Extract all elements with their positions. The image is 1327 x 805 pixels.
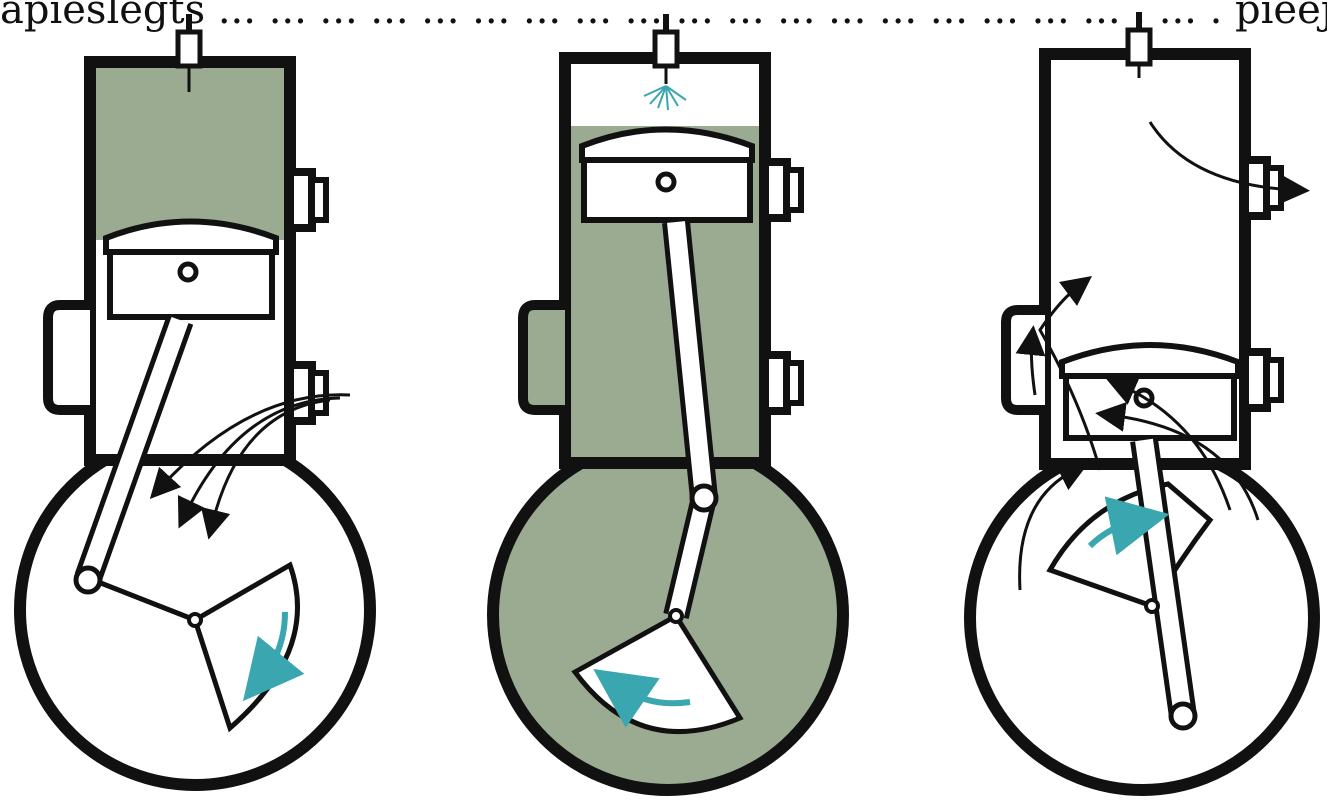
intake-flange-1 xyxy=(286,361,316,425)
rotation-arrow-1 xyxy=(242,611,305,702)
spark-plug-1 xyxy=(175,14,203,92)
engine-stage-3 xyxy=(964,12,1320,796)
crankcase-2 xyxy=(487,434,849,796)
crankcase-1 xyxy=(14,429,376,791)
spark-plug-2 xyxy=(652,14,680,84)
spark-plug-3 xyxy=(1125,12,1153,78)
rotation-arrow-3 xyxy=(1087,496,1170,556)
connecting-rod-2 xyxy=(662,220,718,620)
transfer-port-2 xyxy=(518,300,565,415)
shaded-chamber-1 xyxy=(96,68,284,240)
intake-flange-3 xyxy=(1241,348,1271,412)
transfer-port-1 xyxy=(43,300,90,415)
engine-stage-1 xyxy=(14,14,376,791)
exhaust-flange-1 xyxy=(286,168,316,232)
connecting-rod-1 xyxy=(74,315,194,583)
exhaust-flow-arrow xyxy=(1148,121,1310,205)
transfer-port-3 xyxy=(1001,305,1045,415)
piston-1 xyxy=(103,218,279,320)
exhaust-flange-2 xyxy=(761,158,791,222)
engine-stage-2 xyxy=(487,14,849,796)
connecting-rod-3 xyxy=(1130,438,1197,718)
intake-flow-arrows-1 xyxy=(149,393,351,540)
rotation-arrow-2 xyxy=(593,669,691,728)
piston-2 xyxy=(579,126,755,223)
transfer-flow-arrows-3 xyxy=(1015,275,1260,591)
spark-burst-icon xyxy=(643,85,687,111)
intake-flange-2 xyxy=(761,351,791,415)
